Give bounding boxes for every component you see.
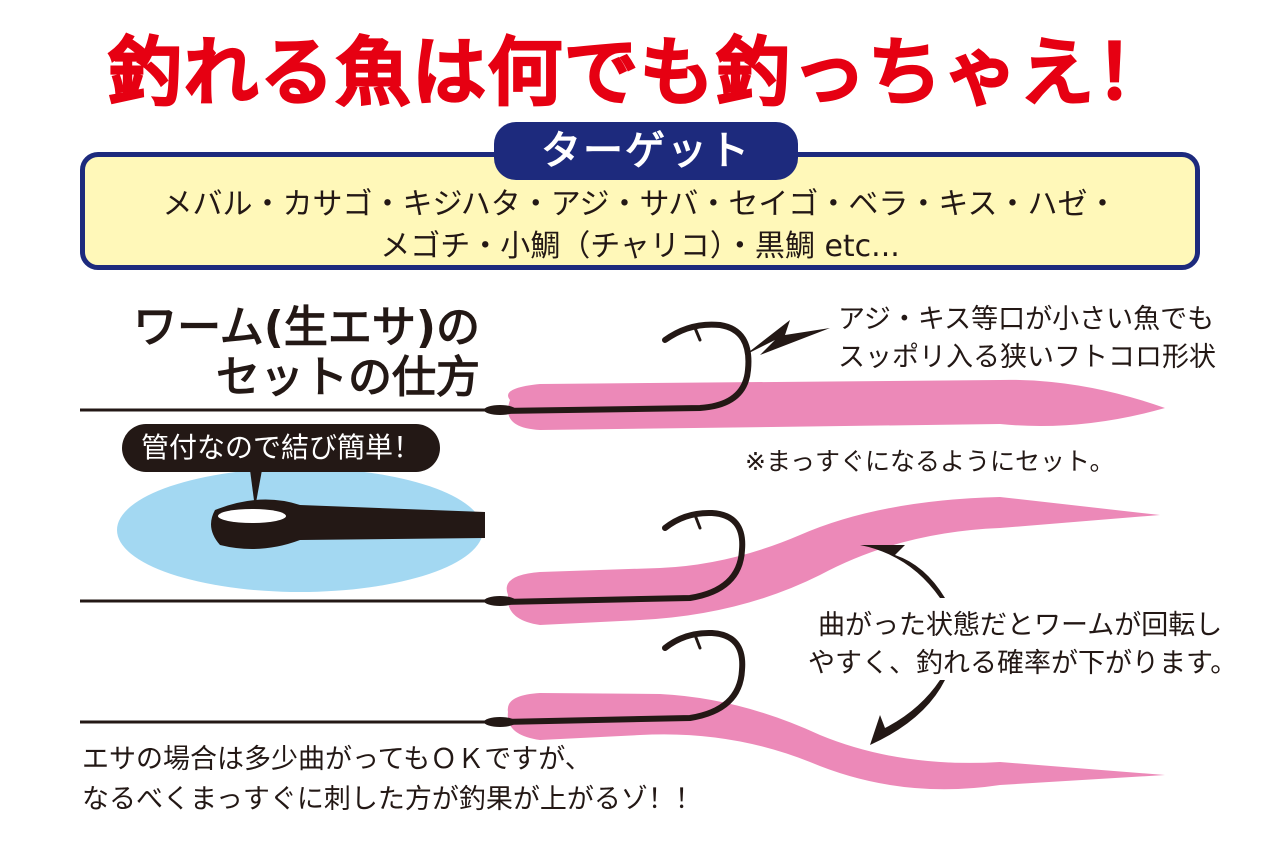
section-heading-line-1: ワーム(生エサ)の <box>133 302 480 353</box>
hook-shape-note-line-2: スッポリ入る狭いフトコロ形状 <box>838 342 1216 373</box>
worm-straight <box>508 379 1165 430</box>
hook-3-icon <box>497 629 746 725</box>
worm-bent-up <box>506 497 1161 625</box>
hook-eye-closeup-icon <box>211 499 485 549</box>
hook-1-icon <box>497 321 752 414</box>
section-heading-line-2: セットの仕方 <box>216 352 480 403</box>
worm-bent-down <box>507 693 1165 790</box>
bubble-pointer <box>250 470 262 508</box>
speech-bubble: 管付なので結び簡単！ <box>122 424 440 472</box>
target-label: ターゲット <box>494 122 798 180</box>
target-fish-list-line-2: メゴチ・小鯛（チャリコ）・黒鯛 etc... <box>380 229 900 264</box>
arrow-to-bent-worm-up-icon <box>860 545 945 598</box>
hook-2-icon <box>497 509 746 605</box>
hook-shape-note-line-1: アジ・キス等口が小さい魚でも <box>838 304 1215 335</box>
bent-warning-line-1: 曲がった状態だとワームが回転し <box>818 610 1223 641</box>
straight-set-note: ※まっすぐになるようにセット。 <box>745 447 1115 476</box>
arrow-to-hook-icon <box>745 320 830 355</box>
target-fish-list-line-1: メバル・カサゴ・キジハタ・アジ・サバ・セイゴ・ベラ・キス・ハゼ・ <box>162 187 1118 222</box>
bait-tip-line-2: なるべくまっすぐに刺した方が釣果が上がるゾ！！ <box>82 784 702 815</box>
bait-tip-line-1: エサの場合は多少曲がってもＯＫですが、 <box>82 744 592 775</box>
arrow-to-bent-worm-down-icon <box>870 680 945 745</box>
knot-icon <box>484 405 516 727</box>
page-title: 釣れる魚は何でも釣っちゃえ！ <box>107 29 1172 117</box>
bent-warning-line-2: やすく、釣れる確率が下がります。 <box>808 648 1238 679</box>
